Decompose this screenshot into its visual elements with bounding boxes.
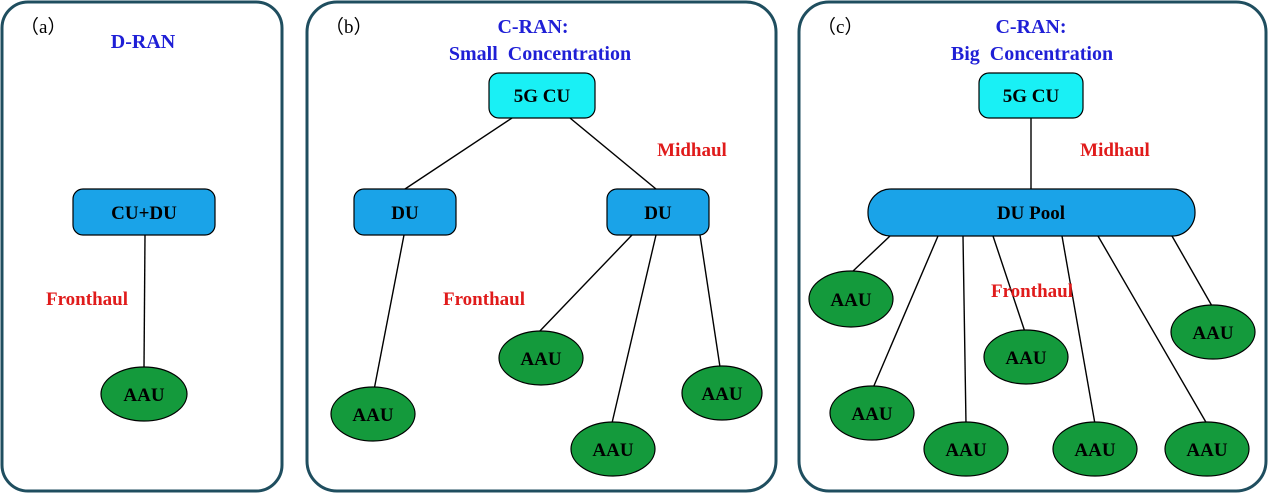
du-box (606, 188, 710, 236)
fronthaul-label: Fronthaul (443, 289, 525, 310)
aau-node (570, 421, 656, 477)
du-label: DU (391, 203, 419, 224)
fronthaul-link (611, 234, 657, 424)
aau-label: AAU (851, 404, 892, 425)
aau-node (100, 366, 188, 422)
aau-label: AAU (1186, 440, 1227, 461)
aau-node (923, 421, 1009, 477)
du-box (353, 188, 457, 236)
cu-label: 5G CU (514, 86, 571, 107)
fronthaul-label: Fronthaul (991, 281, 1073, 302)
aau-label: AAU (830, 290, 871, 311)
panel-a-frame (0, 0, 284, 493)
du-pool-label: DU Pool (997, 203, 1065, 224)
panel-c-title-line2: Big Concentration (951, 43, 1113, 65)
fronthaul-link (373, 234, 405, 391)
panel-c-frame (797, 0, 1268, 493)
fronthaul-link (1171, 235, 1213, 307)
panel-c: （c） C-RAN: Big Concentration 5G CU Midha… (797, 0, 1268, 493)
aau-node (330, 386, 416, 442)
cu-box (488, 72, 596, 119)
cu-du-box (72, 188, 216, 236)
panel-b-tag: （b） (325, 16, 373, 38)
fronthaul-link (1097, 235, 1208, 425)
aau-node (1170, 304, 1256, 360)
panel-c-title-line1: C-RAN: (995, 16, 1066, 38)
aau-node (808, 270, 894, 328)
midhaul-link (404, 117, 513, 190)
aau-label: AAU (352, 405, 393, 426)
panel-b-title-line2: Small Concentration (449, 43, 631, 65)
aau-label: AAU (592, 440, 633, 461)
aau-label: AAU (945, 440, 986, 461)
aau-label: AAU (520, 349, 561, 370)
fronthaul-link (851, 235, 891, 273)
fronthaul-link (992, 235, 1026, 333)
aau-node (1164, 421, 1250, 477)
fronthaul-link (143, 234, 146, 369)
aau-node (1052, 421, 1138, 477)
fronthaul-link (962, 235, 967, 425)
aau-label: AAU (701, 384, 742, 405)
panel-a-tag: （a） (20, 16, 66, 38)
fronthaul-link (699, 234, 721, 368)
du-label: DU (644, 203, 672, 224)
fronthaul-link (1061, 235, 1096, 425)
cu-box (978, 72, 1084, 119)
panel-b-frame (305, 0, 778, 493)
panel-a: （a） D-RAN CU+DU Fronthaul AAU (0, 0, 284, 493)
fronthaul-link (872, 235, 939, 389)
aau-label: AAU (1192, 323, 1233, 344)
aau-node (829, 385, 915, 441)
aau-node (498, 330, 584, 386)
fronthaul-label: Fronthaul (46, 289, 128, 310)
cu-label: 5G CU (1003, 86, 1060, 107)
aau-node (983, 329, 1069, 385)
aau-node (681, 365, 763, 421)
du-pool-box (867, 188, 1196, 237)
fronthaul-link (537, 234, 633, 334)
panel-c-tag: （c） (817, 16, 863, 38)
aau-label: AAU (1074, 440, 1115, 461)
panel-a-title: D-RAN (111, 31, 176, 53)
aau-label: AAU (1005, 348, 1046, 369)
cu-du-label: CU+DU (111, 203, 177, 224)
panel-b: （b） C-RAN: Small Concentration 5G CU Mid… (305, 0, 778, 493)
midhaul-label: Midhaul (1080, 140, 1150, 161)
midhaul-label: Midhaul (657, 140, 727, 161)
aau-label: AAU (123, 385, 164, 406)
panel-b-title-line1: C-RAN: (497, 16, 568, 38)
midhaul-link (569, 117, 657, 190)
